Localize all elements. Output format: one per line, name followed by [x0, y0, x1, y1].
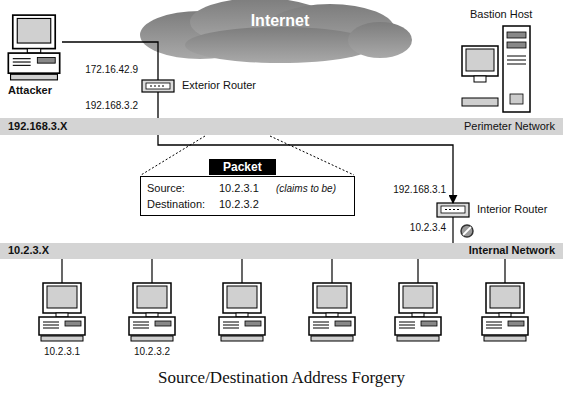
figure-caption: Source/Destination Address Forgery: [0, 368, 563, 388]
packet-path: [62, 42, 158, 80]
node-label: Attacker: [8, 84, 52, 97]
interior-router: Interior Router: [437, 203, 469, 217]
node-label: Exterior Router: [182, 79, 256, 92]
internet-cloud: Internet: [230, 8, 330, 34]
node-label: Internal Network: [469, 244, 555, 257]
node-label: 10.2.3.1: [37, 346, 87, 358]
packet-box: PacketSource:10.2.3.1(claims to be)Desti…: [140, 176, 355, 216]
internal-computer: 10.2.3.1: [37, 282, 87, 342]
node-label: (claims to be): [276, 183, 336, 195]
node-label: Interior Router: [477, 203, 547, 216]
computer-icon: [129, 283, 175, 341]
ip-address-label: 192.168.3.1: [393, 184, 446, 196]
node-label: Destination:: [147, 198, 205, 211]
bastion-host-icon: [462, 26, 530, 112]
packet-leader-lines: [141, 136, 354, 175]
computer-icon: [395, 283, 441, 341]
node-label: Internet: [230, 11, 330, 30]
ip-address-label: 192.168.3.2: [85, 100, 138, 112]
computer-icon: [39, 283, 85, 341]
perimeter-network-band: 192.168.3.X Perimeter Network: [0, 118, 563, 135]
node-label: 192.168.3.X: [8, 120, 67, 133]
attacker-computer-icon: [8, 15, 59, 80]
node-label: 10.2.3.2: [219, 198, 259, 211]
exterior-router: Exterior Router: [142, 80, 174, 92]
computer-icon: [309, 283, 355, 341]
node-label: Bastion Host: [470, 8, 532, 21]
blocked-sign: [461, 225, 473, 237]
bastion-host: Bastion Host: [460, 24, 532, 114]
ip-address-label: 10.2.3.4: [410, 222, 446, 234]
attacker-computer: Attacker: [6, 14, 62, 81]
internal-network-band: 10.2.3.X Internal Network: [0, 243, 563, 259]
node-label: 10.2.3.X: [8, 244, 49, 257]
internet-cloud-shape: [140, 0, 412, 63]
computer-icon: [219, 283, 265, 341]
ip-address-label: 172.16.42.9: [85, 64, 138, 76]
packet-header: Packet: [209, 159, 276, 175]
node-label: Source:: [147, 182, 185, 195]
internal-computer: 10.2.3.2: [127, 282, 177, 342]
node-label: 10.2.3.1: [219, 182, 259, 195]
computer-icon: [482, 283, 528, 341]
node-label: Perimeter Network: [464, 120, 555, 133]
node-label: 10.2.3.2: [127, 346, 177, 358]
